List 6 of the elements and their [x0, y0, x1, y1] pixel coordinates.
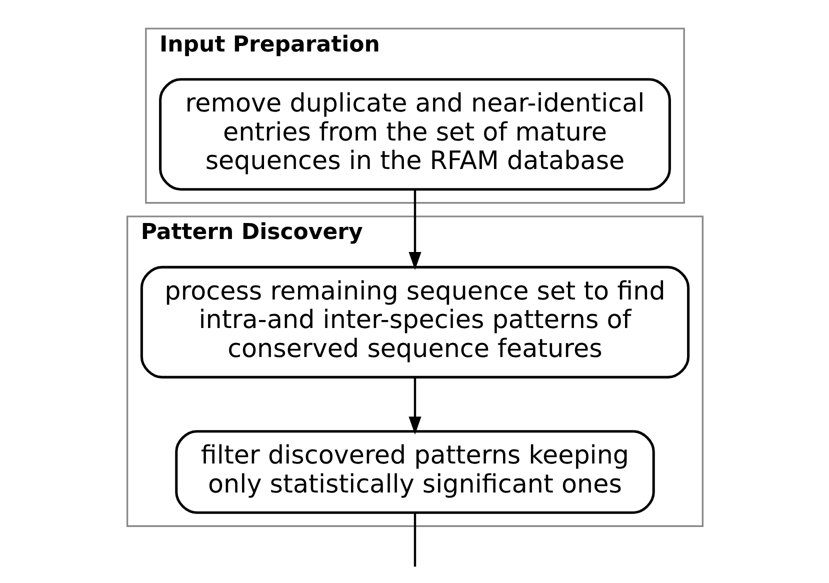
arrow	[408, 189, 421, 270]
node-box: remove duplicate and near-identical entries from the set of mature sequences in the RFAM database	[158, 78, 670, 191]
node-box: process remaining sequence set to find intra-and inter-species patterns of conserved sequence features	[140, 266, 690, 378]
node-box: filter discovered patterns keeping only statistically significant ones	[174, 430, 654, 514]
connector	[413, 512, 416, 567]
arrow	[408, 378, 421, 435]
